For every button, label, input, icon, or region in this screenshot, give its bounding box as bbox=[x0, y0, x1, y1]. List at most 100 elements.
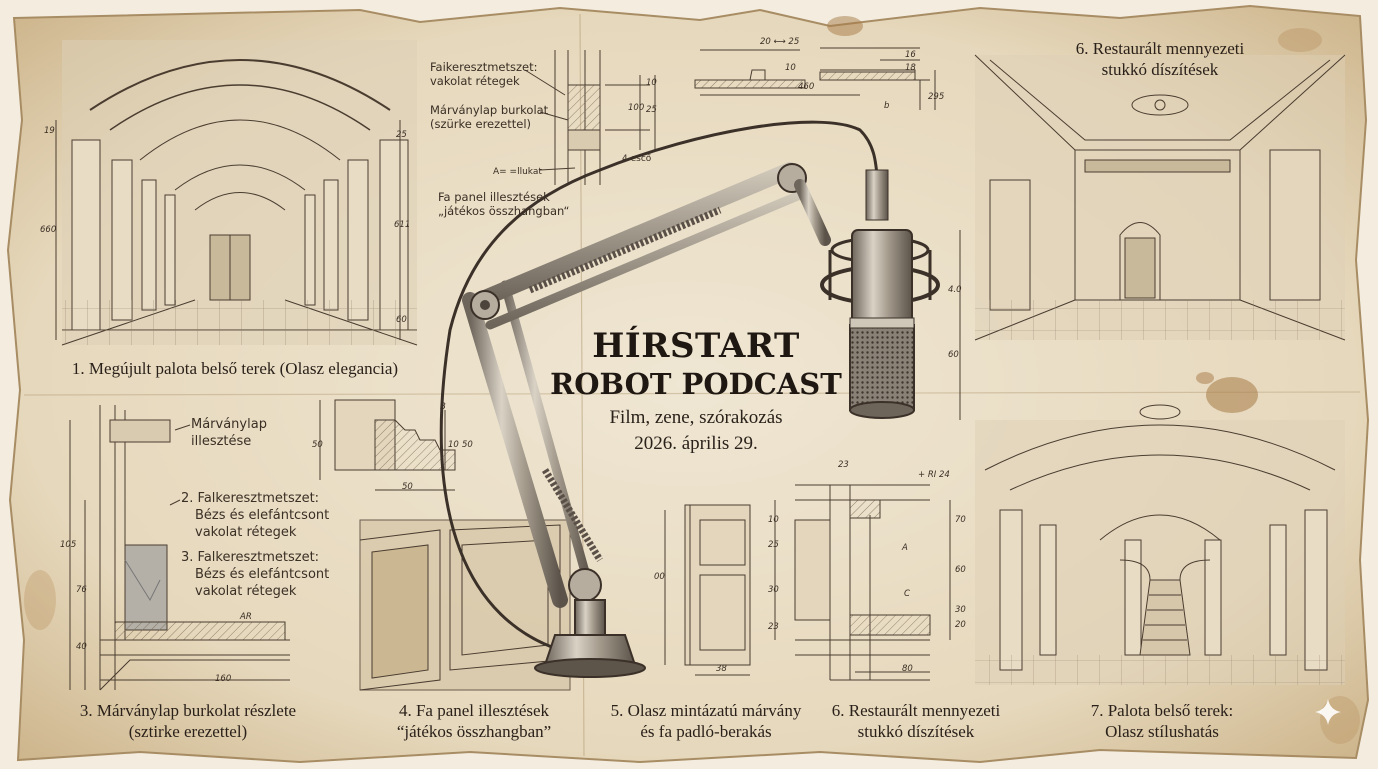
dim-label: 38 bbox=[716, 664, 727, 674]
palace-hall-drawing bbox=[55, 40, 418, 346]
caption-stucco-top: 6. Restaurált mennyezeti stukkó díszítés… bbox=[1076, 38, 1245, 80]
podcast-title-line2: ROBOT PODCAST bbox=[550, 367, 842, 401]
dim-label: 18 bbox=[905, 63, 916, 73]
caption-stucco-bottom-line2: stukkó díszítések bbox=[857, 722, 975, 741]
dim-label: 100 bbox=[628, 103, 645, 113]
caption-floor-inlay-line1: 5. Olasz mintázatú márvány bbox=[610, 701, 802, 720]
dim-label: 80 bbox=[902, 664, 913, 674]
sparkle-icon bbox=[1315, 699, 1341, 725]
caption-marble-detail-line1: 3. Márványlap burkolat részlete bbox=[79, 701, 297, 720]
dim-label: 76 bbox=[76, 585, 87, 595]
wall-cross-section bbox=[69, 405, 290, 691]
note-wall-layers-a: 2. Falkeresztmetszet: Bézs és elefántcso… bbox=[181, 490, 329, 541]
note-marble-cladding-line2: (szürke erezettel) bbox=[430, 117, 532, 131]
dim-label: 60 bbox=[955, 565, 966, 575]
caption-stucco-top-line2: stukkó díszítések bbox=[1101, 60, 1219, 79]
note-panel-joints: Fa panel illesztések „játékos összhangba… bbox=[438, 190, 569, 218]
dim-label: 295 bbox=[928, 92, 945, 102]
note-drop: 4 escő bbox=[622, 154, 652, 164]
podcast-date: 2026. április 29. bbox=[634, 433, 758, 454]
podcast-microphone-illustration bbox=[439, 120, 940, 678]
dim-label: 00 bbox=[654, 572, 665, 582]
dim-label: 19 bbox=[44, 126, 55, 136]
note-marble-joint-line2: illesztése bbox=[191, 434, 252, 449]
dim-label: 60 bbox=[948, 350, 959, 360]
door-profile-drawing bbox=[664, 504, 751, 676]
dim-label: 20 ⟷ 25 bbox=[760, 37, 800, 47]
palace-staircase-drawing bbox=[975, 404, 1345, 685]
dim-label: b bbox=[884, 101, 890, 111]
dim-label: 30 bbox=[955, 605, 966, 615]
note-wall-layers-b-line1: 3. Falkeresztmetszet: bbox=[181, 550, 320, 565]
caption-palace-bottom: 7. Palota belső terek: Olasz stílushatás bbox=[1091, 700, 1234, 742]
note-wall-layers-a-line1: 2. Falkeresztmetszet: bbox=[181, 491, 320, 506]
dim-label: 50 bbox=[462, 440, 473, 450]
note-marble-joint: Márványlap illesztése bbox=[191, 416, 267, 450]
caption-floor-inlay-line2: és fa padló-berakás bbox=[640, 722, 772, 741]
dim-label: A bbox=[902, 543, 908, 553]
note-marble-cladding-line1: Márványlap burkolat bbox=[430, 103, 549, 117]
caption-palace-bottom-line2: Olasz stílushatás bbox=[1105, 722, 1219, 741]
note-wall-layers-a-line2: Bézs és elefántcsont bbox=[195, 508, 330, 523]
dim-label: 10 bbox=[768, 515, 779, 525]
note-marble-joint-line1: Márványlap bbox=[191, 417, 267, 432]
note-panel-joints-line1: Fa panel illesztések bbox=[438, 190, 550, 204]
dim-label: 10 bbox=[785, 63, 796, 73]
wood-panel-drawing bbox=[359, 519, 571, 691]
podcast-title-line1: HÍRSTART bbox=[592, 326, 800, 366]
caption-marble-detail-line2: (sztirke erezettel) bbox=[128, 722, 248, 741]
dim-label: C bbox=[904, 589, 910, 599]
note-marble-cladding: Márványlap burkolat (szürke erezettel) bbox=[430, 103, 548, 131]
dim-label: B bbox=[440, 402, 446, 412]
dim-label: 23 bbox=[768, 622, 779, 632]
dim-label: 30 bbox=[768, 585, 779, 595]
caption-palace-interior: 1. Megújult palota belső terek (Olasz el… bbox=[71, 359, 399, 378]
dim-label: 25 bbox=[396, 130, 407, 140]
dim-label: 50 bbox=[312, 440, 323, 450]
dim-label: AR bbox=[240, 612, 252, 622]
stucco-room-drawing bbox=[959, 54, 1346, 420]
note-wall-layers-b: 3. Falkeresztmetszet: Bézs és elefántcso… bbox=[181, 549, 329, 600]
dim-label: 105 bbox=[60, 540, 77, 550]
note-wall-layers-b-line3: vakolat rétegek bbox=[195, 584, 297, 599]
dim-label: 25 bbox=[646, 105, 657, 115]
dim-label: 50 bbox=[402, 482, 413, 492]
dim-label: + RI 24 bbox=[918, 470, 950, 480]
note-wall-section-line2: vakolat rétegek bbox=[430, 74, 520, 88]
caption-palace-bottom-line1: 7. Palota belső terek: bbox=[1090, 701, 1234, 720]
dim-label: 23 bbox=[838, 460, 849, 470]
dim-label: 10 bbox=[646, 78, 657, 88]
caption-marble-detail: 3. Márványlap burkolat részlete (sztirke… bbox=[80, 700, 296, 742]
caption-wood-panel-line1: 4. Fa panel illesztések bbox=[398, 701, 550, 720]
caption-wood-panel-line2: “játékos összhangban” bbox=[396, 722, 552, 741]
note-wall-layers-a-line3: vakolat rétegek bbox=[195, 525, 297, 540]
section-detail-drawing bbox=[774, 484, 951, 681]
profile-drawing-top bbox=[694, 47, 936, 110]
dim-label: 10 bbox=[448, 440, 459, 450]
caption-stucco-bottom-line1: 6. Restaurált mennyezeti bbox=[831, 701, 1001, 720]
dim-label: 70 bbox=[955, 515, 966, 525]
dim-label: 460 bbox=[798, 82, 815, 92]
dim-label: 16 bbox=[905, 50, 916, 60]
note-gap: A= =llukat bbox=[493, 167, 542, 177]
dim-label: 40 bbox=[76, 642, 87, 652]
note-wall-section: Faikeresztmetszet: vakolat rétegek bbox=[430, 60, 538, 88]
dim-label: 25 bbox=[768, 540, 779, 550]
caption-stucco-bottom: 6. Restaurált mennyezeti stukkó díszítés… bbox=[832, 700, 1001, 742]
dim-label: 20 bbox=[955, 620, 966, 630]
wall-section-top bbox=[524, 50, 656, 185]
podcast-subtitle: Film, zene, szórakozás bbox=[609, 407, 783, 428]
caption-floor-inlay: 5. Olasz mintázatú márvány és fa padló-b… bbox=[611, 700, 802, 742]
dim-label: 611 bbox=[394, 220, 411, 230]
caption-wood-panel: 4. Fa panel illesztések “játékos összhan… bbox=[397, 700, 551, 742]
dim-label: 660 bbox=[40, 225, 57, 235]
note-wall-layers-b-line2: Bézs és elefántcsont bbox=[195, 567, 330, 582]
dim-label: 60 bbox=[396, 315, 407, 325]
note-panel-joints-line2: „játékos összhangban“ bbox=[438, 204, 570, 218]
dim-label: 160 bbox=[215, 674, 232, 684]
caption-stucco-top-line1: 6. Restaurált mennyezeti bbox=[1075, 39, 1245, 58]
note-wall-section-line1: Faikeresztmetszet: bbox=[430, 60, 538, 74]
dim-label: 4.0 bbox=[948, 285, 962, 295]
